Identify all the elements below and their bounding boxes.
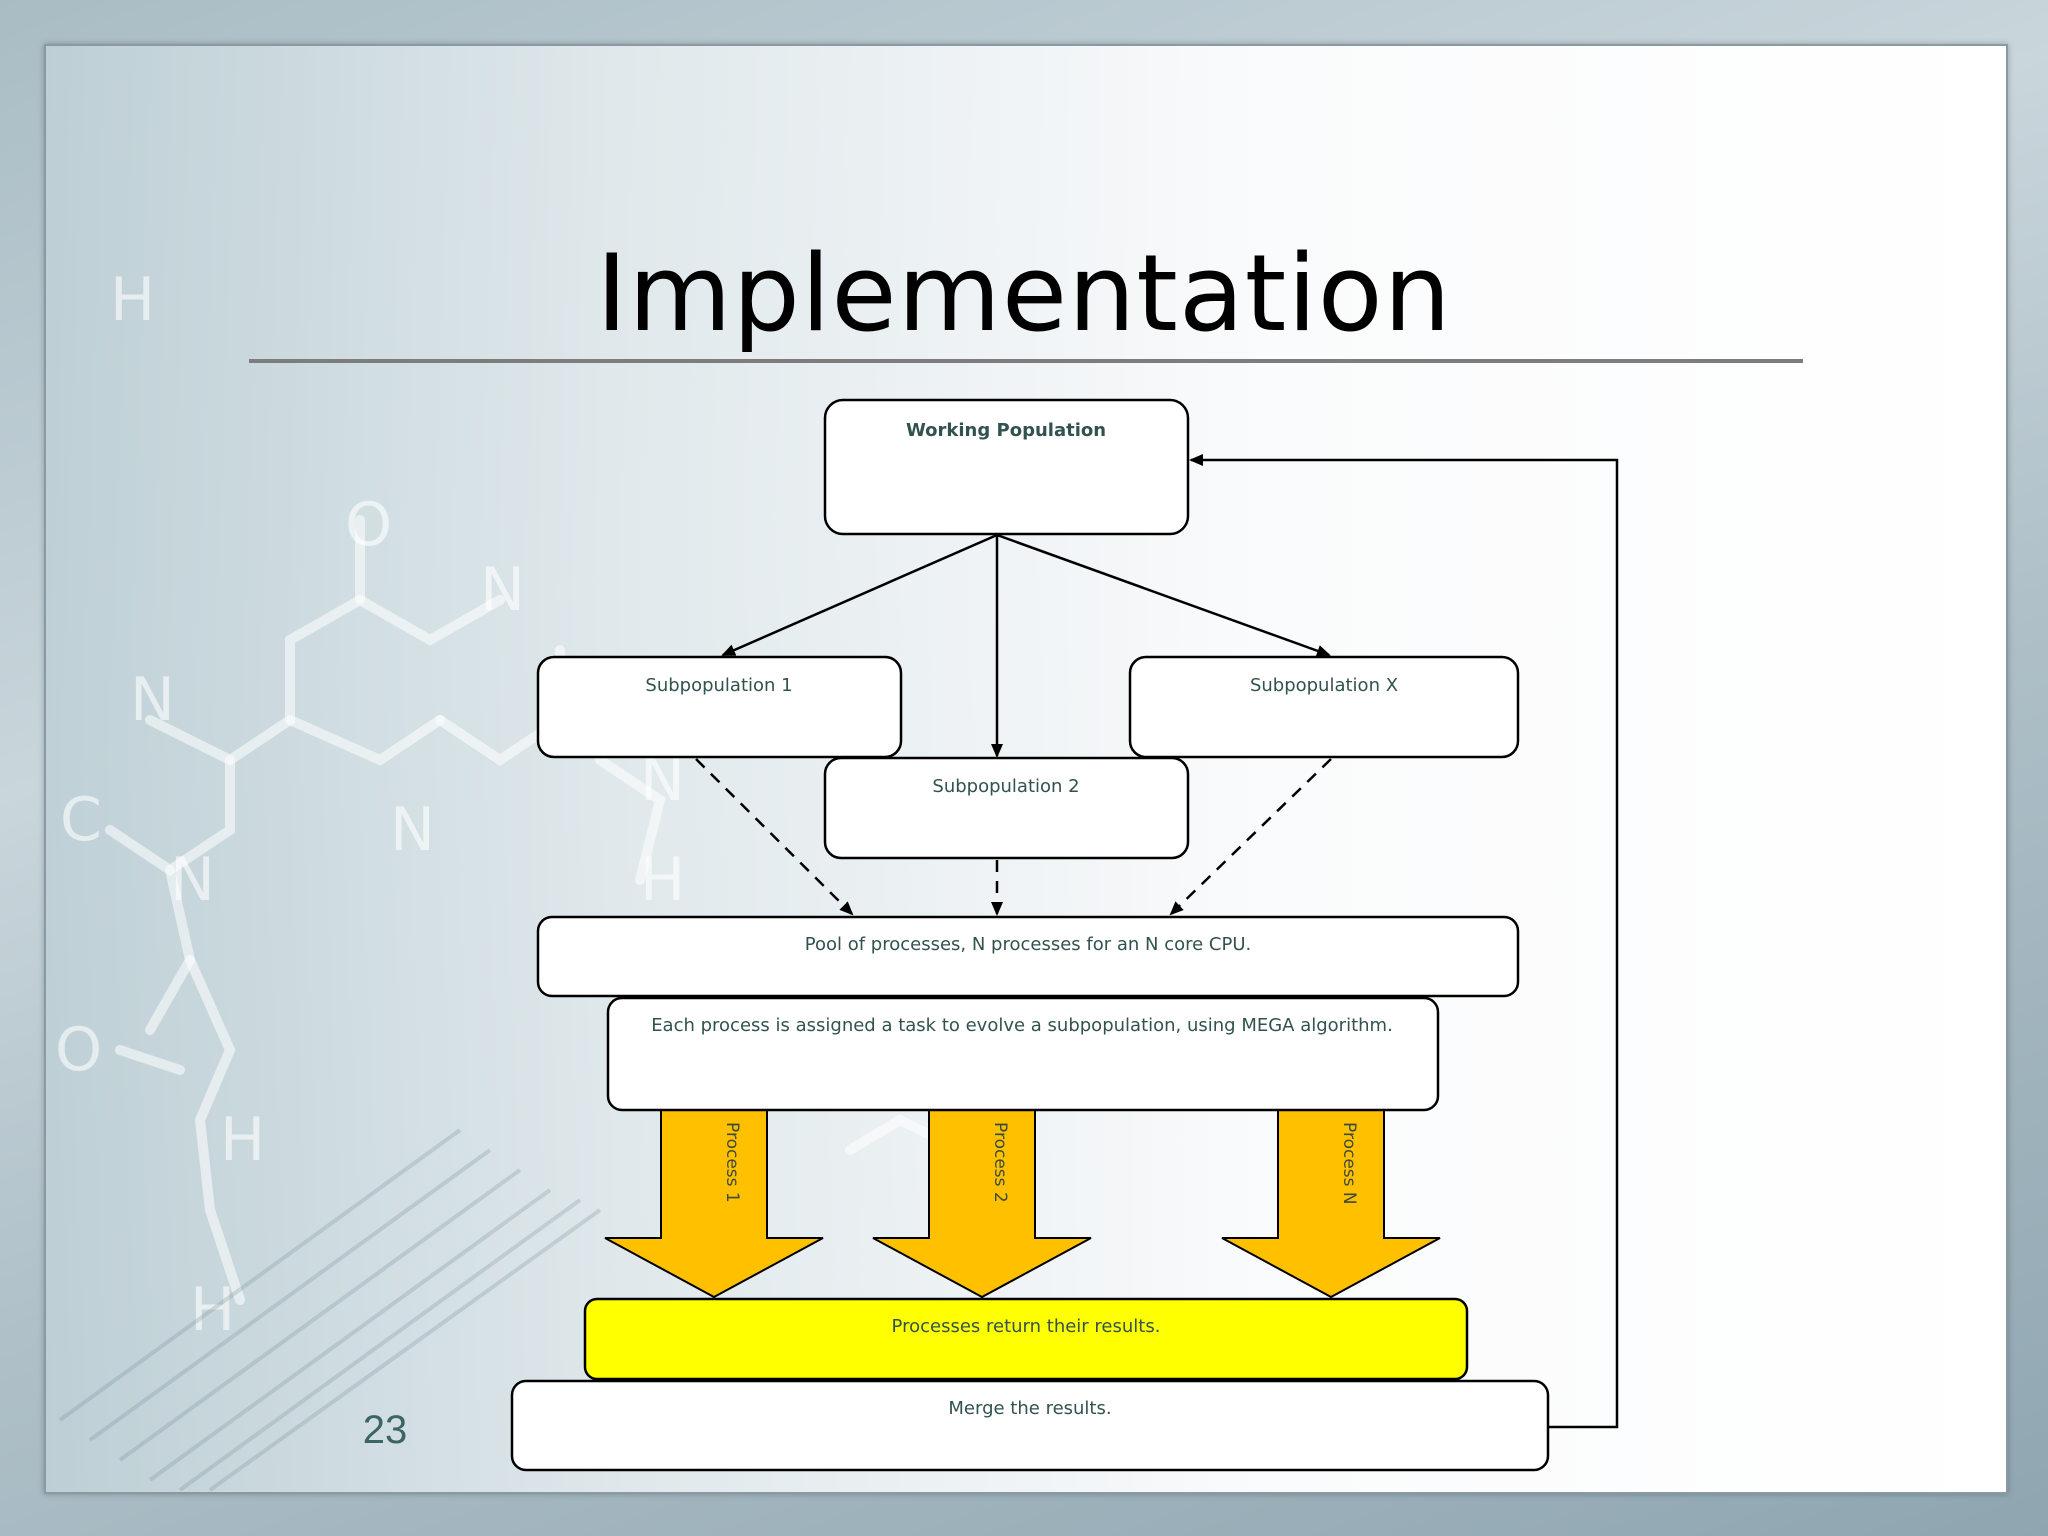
- process-1-label: Process 1: [722, 1122, 742, 1203]
- arrow-to-subpopulation-x: [996, 533, 1331, 657]
- subpopulation-x-box: Subpopulation X: [1128, 655, 1520, 759]
- process-pool-box: Pool of processes, N processes for an N …: [536, 915, 1520, 998]
- process-arrow-n: Process N: [1221, 1104, 1441, 1299]
- svg-text:N: N: [170, 845, 215, 915]
- task-assignment-box: Each process is assigned a task to evolv…: [606, 996, 1440, 1112]
- title-underline: [249, 359, 1803, 363]
- svg-text:H: H: [110, 265, 155, 335]
- subpopulation-1-box: Subpopulation 1: [536, 655, 903, 759]
- subpopulation-1-label: Subpopulation 1: [645, 675, 792, 696]
- slide-page-number: 23: [362, 1408, 408, 1452]
- svg-text:H: H: [190, 1275, 235, 1345]
- arrow-to-subpopulation-1: [721, 533, 998, 657]
- process-arrow-1: Process 1: [604, 1104, 824, 1299]
- working-population-label: Working Population: [906, 420, 1106, 441]
- svg-text:O: O: [345, 490, 392, 560]
- subpopulation-2-box: Subpopulation 2: [823, 756, 1190, 860]
- process-2-label: Process 2: [990, 1122, 1010, 1203]
- feedback-loop-arrow: [1189, 454, 1619, 1429]
- svg-text:O: O: [55, 1015, 102, 1085]
- merge-results-box: Merge the results.: [510, 1379, 1550, 1472]
- slide-title: Implementation: [596, 232, 1452, 355]
- svg-text:H: H: [640, 845, 685, 915]
- svg-text:H: H: [220, 1105, 265, 1175]
- process-pool-label: Pool of processes, N processes for an N …: [805, 934, 1251, 955]
- working-population-box: Working Population: [823, 398, 1190, 536]
- return-results-label: Processes return their results.: [892, 1316, 1161, 1337]
- task-assignment-label: Each process is assigned a task to evolv…: [651, 1015, 1393, 1036]
- svg-text:N: N: [480, 555, 525, 625]
- svg-text:N: N: [390, 795, 435, 865]
- svg-text:C: C: [60, 785, 102, 855]
- dashed-arrow-subx-to-pool: [1169, 758, 1332, 916]
- svg-text:N: N: [130, 665, 175, 735]
- merge-results-label: Merge the results.: [948, 1398, 1111, 1419]
- return-results-box: Processes return their results.: [583, 1297, 1469, 1381]
- process-n-label: Process N: [1339, 1122, 1359, 1205]
- subpopulation-x-label: Subpopulation X: [1250, 675, 1398, 696]
- process-arrow-2: Process 2: [872, 1104, 1092, 1299]
- subpopulation-2-label: Subpopulation 2: [932, 776, 1079, 797]
- dashed-arrow-sub1-to-pool: [695, 758, 854, 916]
